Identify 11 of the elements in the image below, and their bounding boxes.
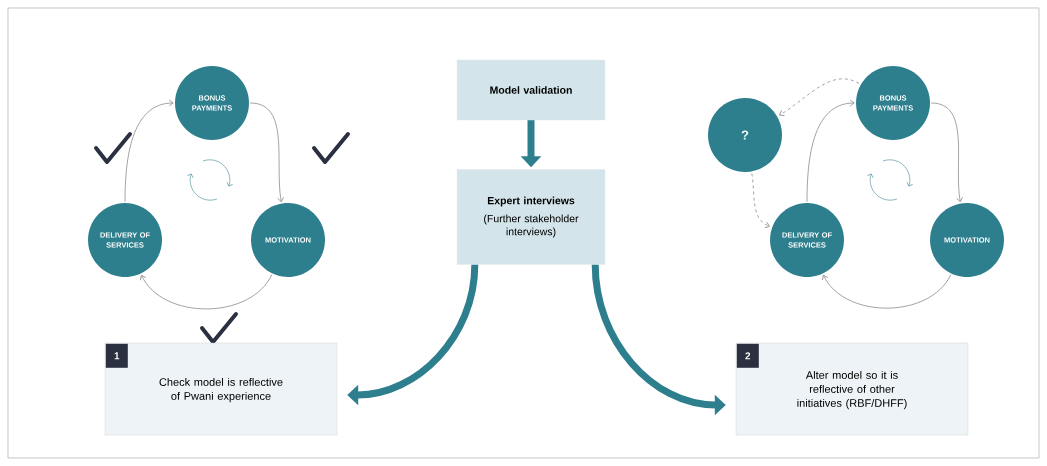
arrow — [822, 274, 952, 309]
arrow — [751, 173, 770, 229]
arrow — [140, 274, 273, 310]
process-box: Expert interviews (Further stakeholder interviews) — [456, 169, 606, 265]
arrow — [806, 99, 855, 203]
arrow — [347, 264, 479, 406]
arrow — [249, 102, 284, 203]
arrow — [930, 102, 963, 203]
process-box: Model validation — [456, 59, 606, 121]
arrow — [124, 99, 174, 203]
arrow — [779, 78, 860, 117]
